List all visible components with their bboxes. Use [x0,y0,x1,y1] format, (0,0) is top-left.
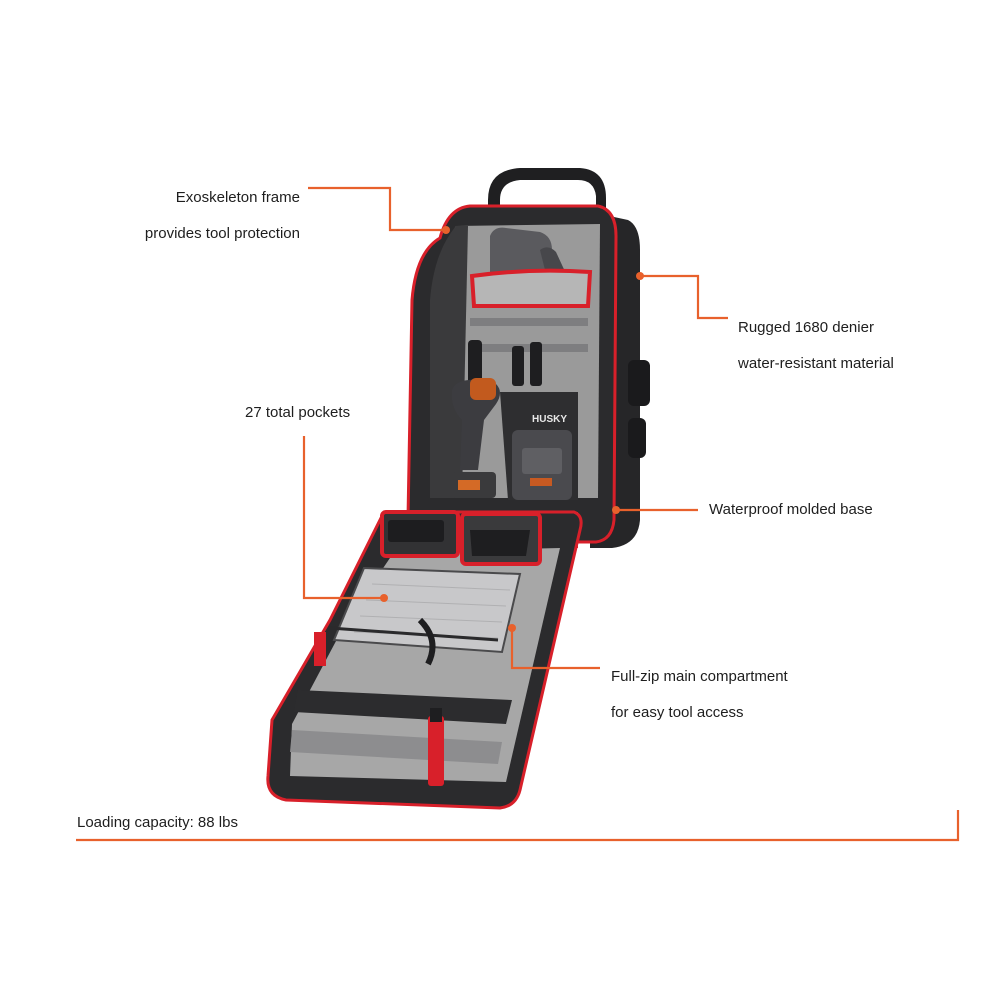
zipper-tab-red [314,632,326,666]
charger-accent [530,478,552,486]
elastic-loop [470,344,588,352]
flap-band-lower [290,730,502,764]
impact-drill [451,379,500,470]
strap-clip [628,418,646,458]
callout-material: Rugged 1680 denier water-resistant mater… [738,301,978,391]
carry-handle [488,168,606,214]
callout-exoskeleton-line2: provides tool protection [144,225,300,242]
callout-zip-line2: for easy tool access [611,704,744,721]
pocket-tool [470,530,530,556]
callout-zip: Full-zip main compartment for easy tool … [611,650,871,740]
battery-accent [458,480,480,490]
callout-material-line1: Rugged 1680 denier [738,319,874,336]
callout-zip-line1: Full-zip main compartment [611,668,788,685]
plier [530,342,542,386]
zipper-tab-red-lower [428,716,444,786]
plier [512,346,524,386]
phone-device [388,520,444,542]
mesh-pattern [353,583,511,639]
charger-slot [522,448,562,474]
strap-clip [628,360,650,406]
drill-accent [470,378,496,400]
elastic-loop [470,318,588,326]
callout-capacity: Loading capacity: 88 lbs [77,814,238,831]
zipper-slider [430,708,442,722]
left-wall [430,226,468,498]
gloves [490,227,552,282]
upper-pocket [469,268,593,308]
flap-band [294,690,512,724]
callout-pockets: 27 total pockets [245,404,351,421]
flap-zipper [329,626,499,642]
callout-exoskeleton-line1: Exoskeleton frame [175,189,300,206]
callout-base: Waterproof molded base [709,501,873,518]
callout-exoskeleton: Exoskeleton frame provides tool protecti… [100,171,300,261]
cord [417,617,436,666]
brand-label: HUSKY [532,414,567,425]
callout-material-line2: water-resistant material [738,355,894,372]
